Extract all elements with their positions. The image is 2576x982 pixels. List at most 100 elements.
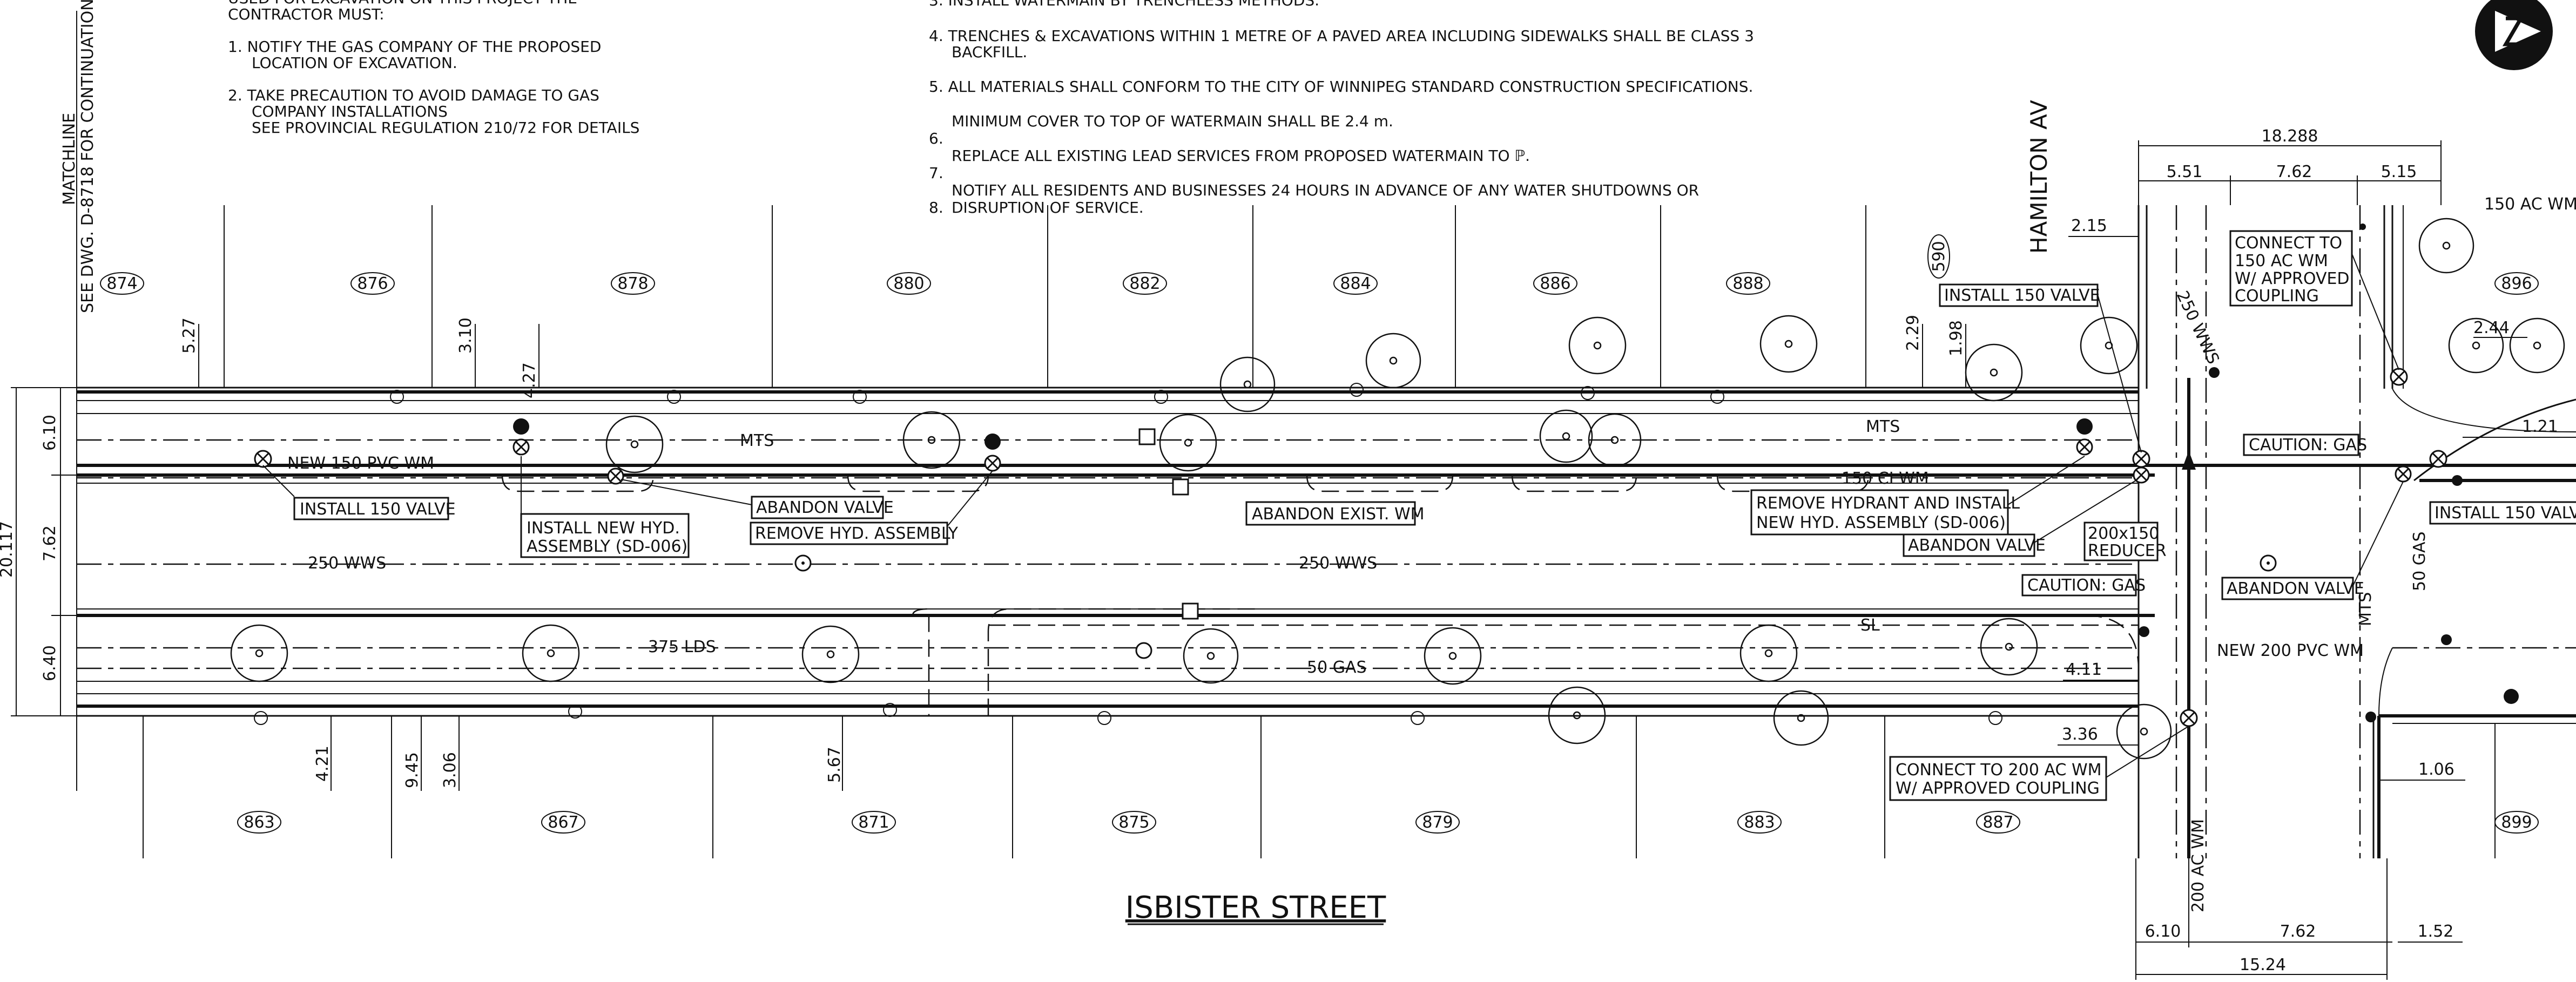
lot-number: 880 bbox=[887, 272, 931, 295]
valve-icon bbox=[512, 438, 530, 456]
gas-label: 50 GAS bbox=[1307, 658, 1367, 677]
matchline: MATCHLINE SEE DWG. D-8718 FOR CONTINUATI… bbox=[60, 0, 97, 791]
lot-number: 875 bbox=[1112, 811, 1156, 834]
svg-text:887: 887 bbox=[1982, 813, 2013, 832]
dim-north-boulevard: 6.10 bbox=[41, 415, 59, 451]
lot-number: 896 bbox=[2494, 272, 2539, 295]
callout-remove-hydrant-install-new: REMOVE HYDRANT AND INSTALL NEW HYD. ASSE… bbox=[1750, 456, 2085, 536]
lot-number: 886 bbox=[1533, 272, 1577, 295]
mts-label: MTS bbox=[740, 431, 774, 450]
dim-121: 1.21 bbox=[2522, 417, 2558, 436]
new-pvc-200-label: NEW 200 PVC WM bbox=[2217, 641, 2364, 660]
lot-number: 863 bbox=[237, 811, 281, 834]
callouts: INSTALL 150 VALVE INSTALL NEW HYD. ASSEM… bbox=[262, 230, 2576, 801]
hydrant-icon bbox=[513, 418, 529, 435]
dim-427: 4.27 bbox=[520, 362, 539, 398]
notes-header-line2: CONTRACTOR MUST: bbox=[228, 5, 385, 23]
notes-header-line1: USED FOR EXCAVATION ON THIS PROJECT THE bbox=[228, 0, 577, 7]
wws-label-west: 250 WWS bbox=[308, 554, 386, 573]
dim-421: 4.21 bbox=[313, 746, 332, 782]
callout-text: CONNECT TO bbox=[2235, 234, 2342, 253]
dim-336: 3.36 bbox=[2062, 725, 2098, 744]
note-5: 5. ALL MATERIALS SHALL CONFORM TO THE CI… bbox=[929, 78, 1753, 96]
wws-label-diagonal: 250 WWS bbox=[2173, 288, 2223, 367]
svg-text:863: 863 bbox=[244, 813, 274, 832]
lot-numbers: 874 876 878 880 882 884 886 888 590 896 … bbox=[100, 234, 2539, 834]
dim-567: 5.67 bbox=[825, 747, 844, 783]
callout-text: CAUTION: GAS bbox=[2027, 576, 2146, 595]
tree-icon bbox=[1219, 356, 1276, 412]
tree-icon bbox=[1159, 414, 1217, 472]
callout-install-valve-east: INSTALL 150 VALVE bbox=[2429, 501, 2576, 525]
svg-text:896: 896 bbox=[2501, 274, 2532, 293]
matchline-reference: SEE DWG. D-8718 FOR CONTINUATION bbox=[78, 0, 97, 313]
svg-text:590: 590 bbox=[1930, 241, 1948, 272]
valve-icon bbox=[984, 455, 1001, 472]
hydrant-icon bbox=[2076, 418, 2093, 435]
tree-icon bbox=[2448, 317, 2504, 374]
valve-icon bbox=[2390, 368, 2408, 386]
dim-244: 2.44 bbox=[2473, 319, 2510, 337]
note-2-line1: 2. TAKE PRECAUTION TO AVOID DAMAGE TO GA… bbox=[228, 86, 599, 104]
callout-text: W/ APPROVED bbox=[2235, 269, 2350, 288]
dim-198: 1.98 bbox=[1947, 320, 1966, 356]
callout-text: ASSEMBLY (SD-006) bbox=[527, 537, 687, 556]
callout-text: ABANDON VALVE bbox=[756, 498, 894, 517]
lot-number: 876 bbox=[350, 272, 395, 295]
dim-top-total: 18.288 bbox=[2262, 127, 2318, 146]
tree-icon bbox=[801, 625, 860, 683]
dim-306: 3.06 bbox=[441, 752, 460, 788]
dim-411: 4.11 bbox=[2066, 660, 2102, 679]
tree-icon bbox=[1183, 628, 1239, 684]
mts-label-vertical: MTS bbox=[2356, 592, 2375, 626]
lot-number: 590 bbox=[1927, 234, 1950, 279]
callout-caution-gas-1: CAUTION: GAS bbox=[2243, 434, 2367, 456]
valve-icon bbox=[254, 450, 272, 468]
callout-abandon-existing-wm: ABANDON EXIST. WM bbox=[1245, 501, 1425, 526]
callout-text: ABANDON EXIST. WM bbox=[1252, 505, 1425, 524]
svg-text:878: 878 bbox=[617, 274, 648, 293]
tree-icon bbox=[1548, 686, 1606, 744]
tree-icon bbox=[2080, 316, 2138, 375]
lds-label: 375 LDS bbox=[648, 638, 716, 656]
tree-icon bbox=[2116, 703, 2172, 760]
tree-icon bbox=[1588, 413, 1642, 467]
svg-text:867: 867 bbox=[548, 813, 578, 832]
callout-install-valve-north: INSTALL 150 VALVE bbox=[1939, 283, 2142, 453]
dim-945: 9.45 bbox=[403, 752, 422, 788]
dim-bottom-c: 1.52 bbox=[2418, 922, 2454, 941]
tree-icon bbox=[1539, 409, 1593, 463]
tree-icon bbox=[522, 624, 580, 682]
tree-icon bbox=[2509, 317, 2565, 374]
valve-icon bbox=[607, 468, 624, 485]
utility-box-icon bbox=[1138, 428, 1156, 445]
ci-watermain-label: 150 CI WM bbox=[1842, 469, 1929, 488]
callout-text: ABANDON VALVE bbox=[1908, 536, 2046, 555]
dim-south-boulevard: 6.40 bbox=[41, 645, 59, 681]
lot-number: 874 bbox=[100, 272, 144, 295]
dim-roadway: 7.62 bbox=[41, 525, 59, 561]
valve-icon bbox=[2132, 450, 2150, 468]
hydrant-icon bbox=[984, 434, 1001, 450]
lot-number: 867 bbox=[541, 811, 585, 834]
dim-bottom-total: 15.24 bbox=[2240, 956, 2286, 974]
callout-connect-150-ac-wm: CONNECT TO 150 AC WM W/ APPROVED COUPLIN… bbox=[2229, 230, 2399, 370]
svg-text:875: 875 bbox=[1118, 813, 1149, 832]
note-3: 3. INSTALL WATERMAIN BY TRENCHLESS METHO… bbox=[929, 0, 1319, 9]
note-8-line1: NOTIFY ALL RESIDENTS AND BUSINESSES 24 H… bbox=[952, 181, 1699, 199]
lot-number: 879 bbox=[1415, 811, 1460, 834]
sl-label: SL bbox=[1860, 616, 1880, 635]
mts-label-east: MTS bbox=[1866, 417, 1900, 436]
callout-caution-gas-2: CAUTION: GAS bbox=[2021, 574, 2146, 597]
tree-icon bbox=[1568, 316, 1627, 375]
catch-basin-icon bbox=[1135, 642, 1152, 659]
dim-top-b: 7.62 bbox=[2276, 162, 2312, 181]
utility-box-icon bbox=[1182, 602, 1199, 620]
valve-icon bbox=[2180, 709, 2198, 727]
cross-street-name: HAMILTON AV bbox=[2026, 100, 2052, 254]
callout-text: REMOVE HYD. ASSEMBLY bbox=[755, 524, 959, 543]
svg-text:880: 880 bbox=[893, 274, 924, 293]
svg-text:871: 871 bbox=[858, 813, 889, 832]
svg-text:882: 882 bbox=[1129, 274, 1160, 293]
lot-number: 884 bbox=[1333, 272, 1378, 295]
